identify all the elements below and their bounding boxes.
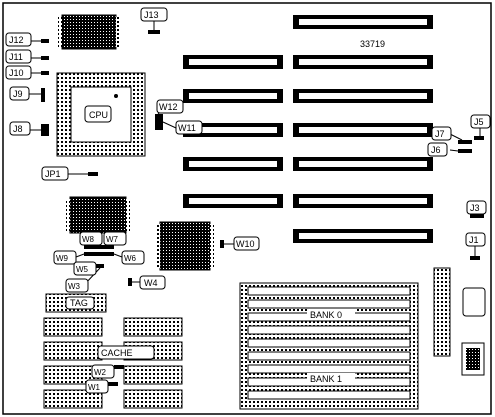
jumper-w10-label: W10 [236, 239, 255, 249]
jumper-w9-label: W9 [56, 254, 69, 263]
cpu-label: CPU [89, 110, 108, 120]
jumper-w1-label: W1 [88, 383, 101, 392]
jumper-w3-label: W3 [68, 282, 81, 291]
bank-0-label: BANK 0 [310, 310, 342, 320]
part-number: 33719 [360, 39, 385, 49]
chipset-chip-1 [66, 196, 130, 234]
bank-1-label: BANK 1 [310, 374, 342, 384]
cache-chips: CACHE [43, 317, 183, 409]
jumper-j1-label: J1 [469, 235, 479, 245]
jumper-w6-label: W6 [124, 254, 137, 263]
jumper-w12-label: W12 [159, 102, 178, 112]
keyboard-connector [461, 342, 485, 376]
jumper-j7-label: J7 [435, 129, 445, 139]
tag-label: TAG [70, 298, 88, 308]
jumper-w4-label: W4 [144, 278, 158, 288]
power-connector [433, 267, 486, 357]
cpu-socket: CPU [56, 72, 146, 157]
jumper-w11-label: W11 [178, 123, 196, 133]
jumper-jp1-label: JP1 [45, 169, 61, 179]
jumper-j3-label: J3 [470, 203, 480, 213]
jumper-pins [41, 30, 484, 386]
jumper-j5-label: J5 [474, 117, 484, 127]
simm-banks: BANK 0 BANK 1 [239, 282, 419, 410]
jumper-w8-label: W8 [82, 235, 95, 244]
chipset-chip-2 [156, 221, 214, 271]
cache-label: CACHE [101, 348, 133, 358]
jumper-w5-label: W5 [76, 265, 89, 274]
jumper-w7-label: W7 [106, 235, 119, 244]
bios-chip [58, 14, 120, 50]
jumper-w2-label: W2 [94, 368, 107, 377]
jumper-j10-label: J10 [9, 68, 24, 78]
jumper-j6-label: J6 [431, 145, 441, 155]
jumper-j12-label: J12 [9, 35, 24, 45]
jumper-j8-label: J8 [13, 124, 23, 134]
tag-chip: TAG [45, 293, 107, 313]
jumper-j9-label: J9 [13, 89, 23, 99]
jumper-j11-label: J11 [9, 52, 23, 62]
jumper-j13-label: J13 [144, 10, 159, 20]
